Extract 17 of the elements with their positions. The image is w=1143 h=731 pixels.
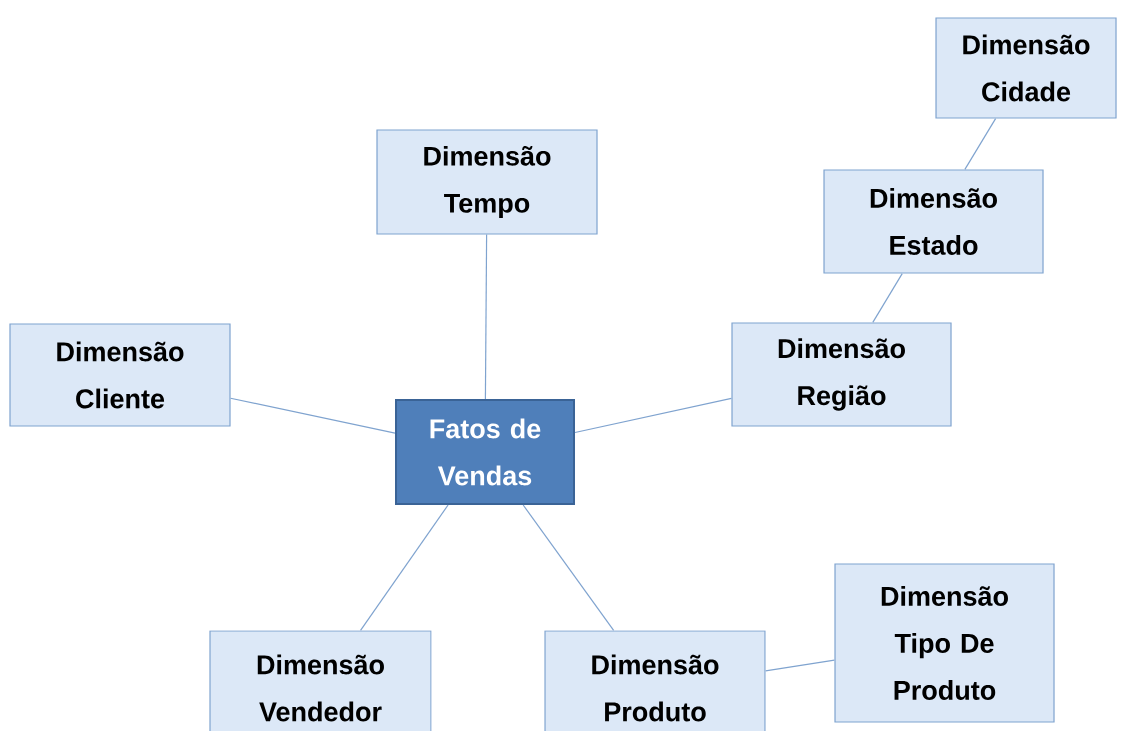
dimension-box: Dimensão Tipo De Produto: [834, 563, 1055, 723]
dimension-box: Dimensão Cidade: [935, 17, 1117, 119]
connector-line: [484, 234, 488, 400]
fact-box: Fatos de Vendas: [395, 399, 575, 505]
dimension-box: Dimensão Produto: [544, 630, 766, 731]
dimension-box: Dimensão Tempo: [376, 129, 598, 235]
connector-line: [964, 118, 997, 170]
dimension-box: Dimensão Vendedor: [209, 630, 432, 731]
dimension-box: Dimensão Cliente: [9, 323, 231, 427]
connector-line: [872, 273, 903, 323]
connector-line: [359, 504, 449, 631]
connector-line: [230, 397, 396, 434]
dimension-box: Dimensão Região: [731, 322, 952, 427]
connector-line: [574, 397, 732, 434]
connector-line: [765, 659, 835, 672]
dimension-box: Dimensão Estado: [823, 169, 1044, 274]
connector-line: [522, 504, 615, 631]
